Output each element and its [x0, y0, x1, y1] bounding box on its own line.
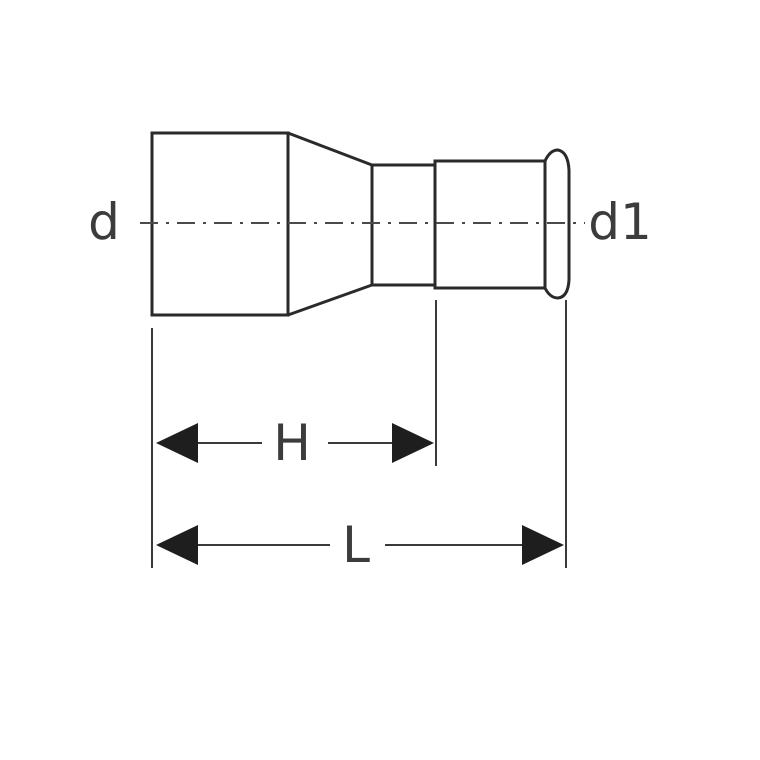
dimension-h: H — [156, 414, 434, 472]
label-l: L — [342, 516, 370, 574]
neck-section — [370, 163, 437, 287]
arrowhead-l-left — [156, 525, 198, 565]
dimension-l: L — [156, 516, 564, 574]
arrowhead-h-left — [156, 423, 198, 463]
sealing-bead — [543, 148, 571, 300]
arrowhead-h-right — [392, 423, 434, 463]
label-h: H — [273, 414, 311, 472]
arrowhead-l-right — [522, 525, 564, 565]
fitting-body — [150, 131, 571, 317]
label-d1: d1 — [588, 193, 652, 251]
press-sleeve — [433, 159, 547, 290]
label-d: d — [88, 193, 120, 251]
